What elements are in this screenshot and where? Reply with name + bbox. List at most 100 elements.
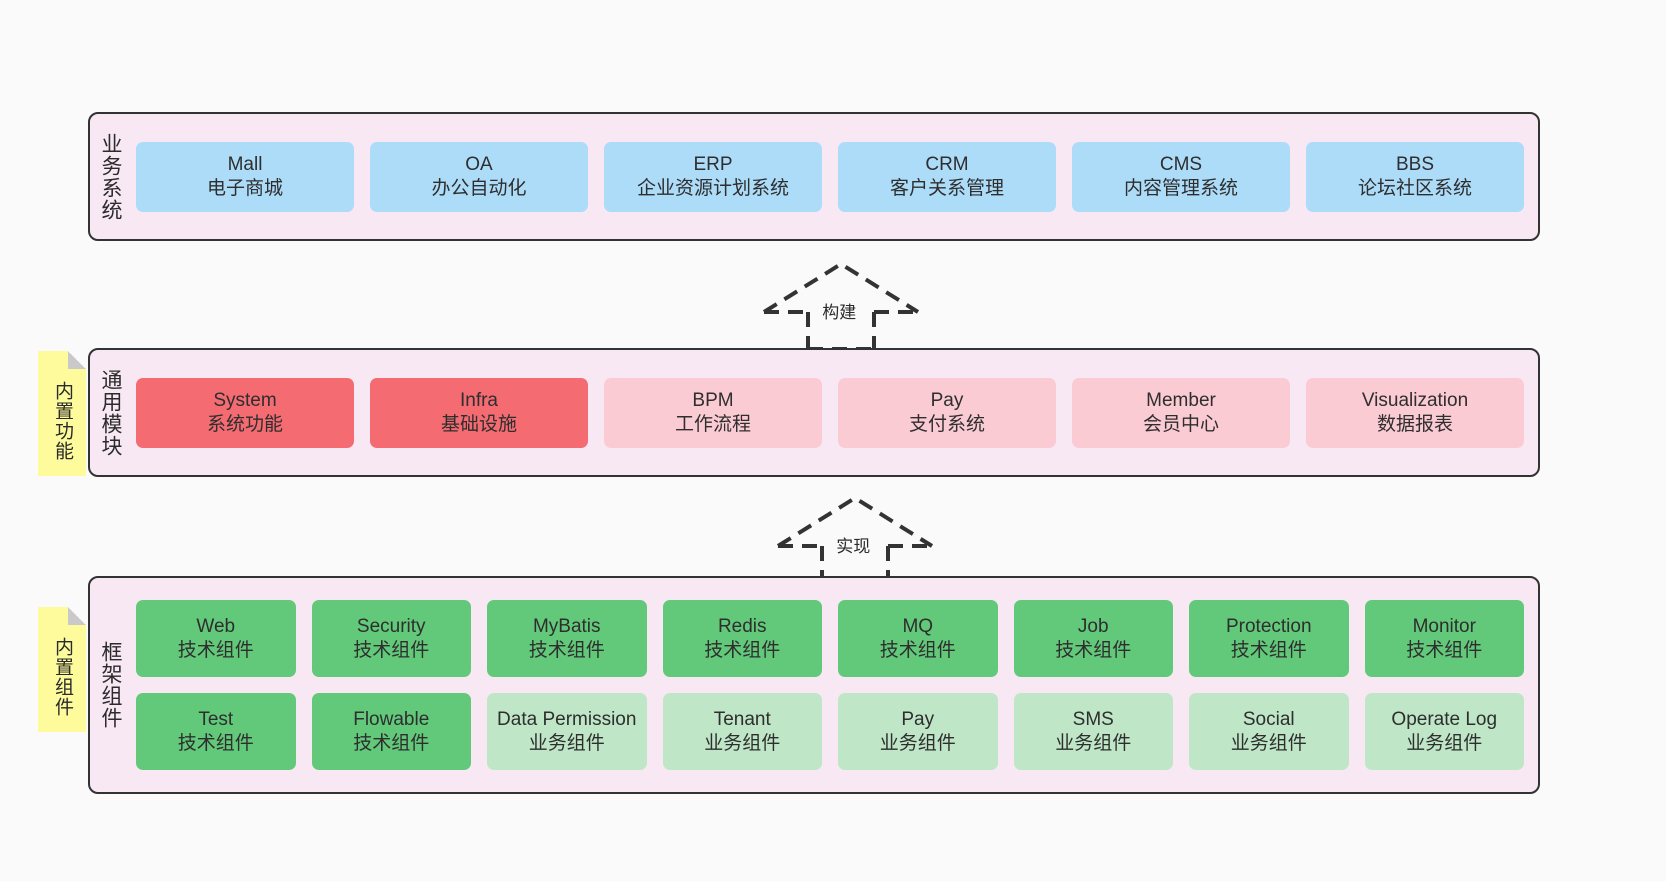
- card-title-cn: 技术组件: [704, 639, 781, 661]
- card-infra[interactable]: Infra 基础设施: [370, 377, 588, 448]
- card-web[interactable]: Web 技术组件: [136, 600, 296, 677]
- card-title-cn: 基础设施: [440, 413, 517, 435]
- arrow-implement-label: 实现: [836, 537, 871, 556]
- card-title-en: Protection: [1225, 616, 1312, 638]
- card-title-en: ERP: [693, 154, 733, 176]
- card-title-cn: 支付系统: [908, 413, 985, 435]
- card-pay-component[interactable]: Pay 业务组件: [838, 693, 998, 770]
- card-title-en: Social: [1242, 709, 1295, 731]
- layer-framework-components: 框架组件 Web 技术组件 Security 技术组件 MyBatis 技术组件…: [88, 576, 1540, 794]
- card-member[interactable]: Member 会员中心: [1072, 377, 1290, 448]
- card-title-cn: 系统功能: [206, 413, 283, 435]
- card-row: Web 技术组件 Security 技术组件 MyBatis 技术组件 Redi…: [136, 600, 1524, 677]
- card-operate-log[interactable]: Operate Log 业务组件: [1364, 693, 1524, 770]
- arrow-build-label: 构建: [822, 303, 857, 322]
- card-title-en: OA: [465, 154, 493, 176]
- card-title-cn: 会员中心: [1142, 413, 1219, 435]
- card-title-en: Visualization: [1361, 390, 1469, 412]
- card-title-cn: 电子商城: [206, 177, 283, 199]
- card-title-en: System: [213, 390, 277, 412]
- card-title-cn: 技术组件: [1406, 639, 1483, 661]
- card-title-en: Web: [196, 616, 236, 638]
- layer-title-framework: 框架组件: [99, 641, 123, 729]
- card-cms[interactable]: CMS 内容管理系统: [1072, 141, 1290, 212]
- card-title-cn: 业务组件: [704, 732, 781, 754]
- card-title-en: Monitor: [1412, 616, 1476, 638]
- card-title-cn: 技术组件: [1230, 639, 1307, 661]
- card-title-cn: 业务组件: [879, 732, 956, 754]
- card-title-en: Infra: [459, 390, 499, 412]
- card-visualization[interactable]: Visualization 数据报表: [1306, 377, 1524, 448]
- card-title-en: Operate Log: [1391, 709, 1498, 731]
- card-title-en: MQ: [902, 616, 934, 638]
- card-title-en: Job: [1077, 616, 1109, 638]
- card-title-en: Tenant: [713, 709, 771, 731]
- card-row: Mall 电子商城 OA 办公自动化 ERP 企业资源计划系统 CRM 客户关系…: [136, 141, 1524, 212]
- arrow-implement: 实现: [770, 492, 940, 585]
- arrow-build: 构建: [756, 258, 926, 351]
- card-title-cn: 客户关系管理: [889, 177, 1004, 199]
- card-title-cn: 业务组件: [1055, 732, 1132, 754]
- layer-body-common: System 系统功能 Infra 基础设施 BPM 工作流程 Pay 支付系统…: [130, 350, 1538, 475]
- card-monitor[interactable]: Monitor 技术组件: [1364, 600, 1524, 677]
- card-bbs[interactable]: BBS 论坛社区系统: [1306, 141, 1524, 212]
- card-title-en: Redis: [717, 616, 767, 638]
- card-title-cn: 技术组件: [353, 639, 430, 661]
- card-title-en: Data Permission: [497, 709, 637, 731]
- layer-common-modules: 通用模块 System 系统功能 Infra 基础设施 BPM 工作流程 Pay…: [88, 348, 1540, 477]
- card-title-en: CMS: [1159, 154, 1203, 176]
- card-flowable[interactable]: Flowable 技术组件: [311, 693, 471, 770]
- sticky-note-label: 内置功能: [51, 380, 73, 461]
- card-job[interactable]: Job 技术组件: [1013, 600, 1173, 677]
- card-title-cn: 技术组件: [177, 732, 254, 754]
- card-title-cn: 业务组件: [1406, 732, 1483, 754]
- card-mq[interactable]: MQ 技术组件: [838, 600, 998, 677]
- card-social[interactable]: Social 业务组件: [1189, 693, 1349, 770]
- layer-business-systems: 业务系统 Mall 电子商城 OA 办公自动化 ERP 企业资源计划系统 CRM…: [88, 112, 1540, 241]
- layer-body-business: Mall 电子商城 OA 办公自动化 ERP 企业资源计划系统 CRM 客户关系…: [130, 114, 1538, 239]
- card-title-en: Test: [198, 709, 234, 731]
- card-data-permission[interactable]: Data Permission 业务组件: [487, 693, 647, 770]
- card-erp[interactable]: ERP 企业资源计划系统: [604, 141, 822, 212]
- card-title-en: Security: [356, 616, 426, 638]
- card-sms[interactable]: SMS 业务组件: [1013, 693, 1173, 770]
- card-title-cn: 技术组件: [177, 639, 254, 661]
- card-test[interactable]: Test 技术组件: [136, 693, 296, 770]
- card-title-en: Flowable: [353, 709, 430, 731]
- card-row: Test 技术组件 Flowable 技术组件 Data Permission …: [136, 693, 1524, 770]
- card-pay[interactable]: Pay 支付系统: [838, 377, 1056, 448]
- card-title-cn: 论坛社区系统: [1357, 177, 1472, 199]
- sticky-note-builtin-features: 内置功能: [38, 351, 86, 476]
- card-title-cn: 技术组件: [353, 732, 430, 754]
- card-protection[interactable]: Protection 技术组件: [1189, 600, 1349, 677]
- card-title-en: MyBatis: [532, 616, 601, 638]
- card-mall[interactable]: Mall 电子商城: [136, 141, 354, 212]
- card-title-en: Pay: [930, 390, 964, 412]
- card-title-en: SMS: [1072, 709, 1114, 731]
- sticky-note-builtin-components: 内置组件: [38, 607, 86, 732]
- card-title-cn: 技术组件: [1055, 639, 1132, 661]
- card-title-en: BPM: [692, 390, 734, 412]
- card-title-cn: 企业资源计划系统: [636, 177, 789, 199]
- card-tenant[interactable]: Tenant 业务组件: [662, 693, 822, 770]
- card-title-en: CRM: [925, 154, 969, 176]
- card-redis[interactable]: Redis 技术组件: [662, 600, 822, 677]
- card-title-cn: 数据报表: [1376, 413, 1453, 435]
- card-title-cn: 业务组件: [1230, 732, 1307, 754]
- card-crm[interactable]: CRM 客户关系管理: [838, 141, 1056, 212]
- card-title-en: BBS: [1395, 154, 1435, 176]
- card-system[interactable]: System 系统功能: [136, 377, 354, 448]
- card-oa[interactable]: OA 办公自动化: [370, 141, 588, 212]
- card-title-en: Mall: [227, 154, 263, 176]
- card-row: System 系统功能 Infra 基础设施 BPM 工作流程 Pay 支付系统…: [136, 377, 1524, 448]
- card-mybatis[interactable]: MyBatis 技术组件: [487, 600, 647, 677]
- layer-title-business: 业务系统: [99, 132, 123, 221]
- card-title-en: Pay: [901, 709, 935, 731]
- layer-body-framework: Web 技术组件 Security 技术组件 MyBatis 技术组件 Redi…: [130, 578, 1538, 792]
- card-title-en: Member: [1146, 390, 1216, 412]
- sticky-note-label: 内置组件: [51, 636, 73, 717]
- card-bpm[interactable]: BPM 工作流程: [604, 377, 822, 448]
- card-security[interactable]: Security 技术组件: [311, 600, 471, 677]
- card-title-cn: 技术组件: [879, 639, 956, 661]
